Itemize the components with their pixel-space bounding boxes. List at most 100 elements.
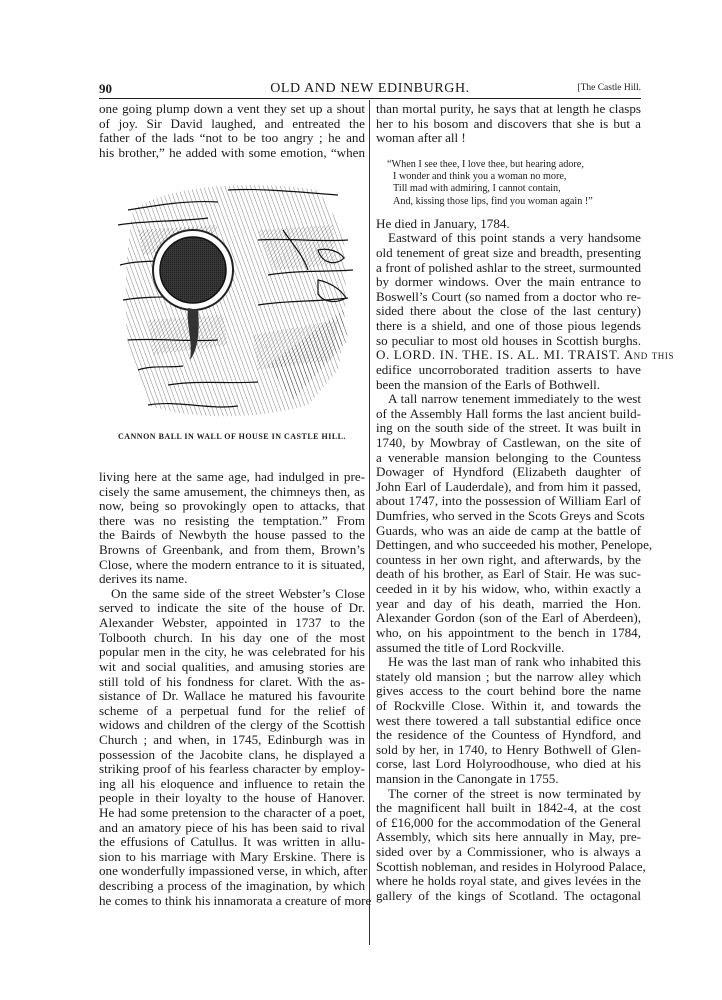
text-line: sided there about the close of the last … bbox=[376, 303, 641, 319]
verse-line: I wonder and think you a woman no more, bbox=[393, 171, 567, 183]
text-line: father of the lads “not to be too angry … bbox=[99, 130, 365, 146]
verse-line: Till mad with admiring, I cannot contain… bbox=[393, 183, 561, 195]
text-line: his brother,” he added with some emotion… bbox=[99, 144, 365, 160]
text-line: scheme of a perpetual fund for the relie… bbox=[99, 702, 365, 718]
text-line: wit and social qualities, and amusing st… bbox=[99, 658, 365, 674]
text-line: Boswell’s Court (so named from a doctor … bbox=[376, 288, 641, 304]
text-line: corse, last Lord Holyroodhouse, who died… bbox=[376, 756, 641, 772]
text-line: about 1747, into the possession of Willi… bbox=[376, 493, 641, 509]
text-line: A tall narrow tenement immediately to th… bbox=[388, 391, 641, 407]
text-line: living here at the same age, had indulge… bbox=[99, 469, 365, 484]
text-line: possession of the Jacobite clans, he dis… bbox=[99, 746, 365, 762]
text-line: than mortal purity, he says that at leng… bbox=[376, 101, 641, 116]
verse-quote: “When I see thee, I love thee, but heari… bbox=[387, 159, 593, 208]
text-line: there was no resisting the temptation.” … bbox=[99, 512, 365, 528]
left-column-top: one going plump down a vent they set up … bbox=[99, 101, 365, 160]
verse-line: “When I see thee, I love thee, but heari… bbox=[387, 159, 584, 170]
figure-caption: CANNON BALL IN WALL OF HOUSE IN CASTLE H… bbox=[117, 432, 347, 441]
text-line: ceeded in it by his widow, who, within e… bbox=[376, 581, 641, 597]
text-line: sistance of Dr. Wallace he matured his f… bbox=[99, 688, 365, 704]
text-line: sided over by a Commissioner, who is alw… bbox=[376, 844, 641, 860]
text-line: Church ; and when, in 1745, Edinburgh wa… bbox=[99, 731, 365, 747]
running-title: OLD AND NEW EDINBURGH. bbox=[270, 81, 470, 96]
text-line: now, being so provokingly open to attack… bbox=[99, 498, 365, 514]
text-line: of the Assembly Hall forms the last anci… bbox=[376, 405, 641, 421]
text-line: there is a shield, and one of those piou… bbox=[376, 318, 641, 334]
text-line: The corner of the street is now terminat… bbox=[388, 785, 641, 801]
text-line: of Rockville Close. Within it, and towar… bbox=[376, 697, 641, 713]
text-line: he comes to think his innamorata a creat… bbox=[99, 892, 372, 908]
left-column-bottom: living here at the same age, had indulge… bbox=[99, 469, 372, 908]
cannon-ball-illustration bbox=[108, 170, 356, 425]
text-line: Alexander Gordon (son of the Earl of Abe… bbox=[376, 610, 641, 626]
text-line: where he holds royal state, and gives le… bbox=[376, 873, 641, 889]
text-line: of £16,000 for the accommodation of the … bbox=[376, 814, 641, 830]
text-line: woman after all ! bbox=[376, 130, 466, 146]
text-line: of joy. Sir David laughed, and entreated… bbox=[99, 115, 365, 131]
text-line: one going plump down a vent they set up … bbox=[99, 101, 365, 116]
text-line: still told of his fondness for claret. W… bbox=[99, 673, 365, 689]
text-line: He died in January, 1784. bbox=[376, 215, 510, 231]
text-line: ing all his eloquence and influence to r… bbox=[99, 775, 365, 791]
text-line: mansion in the Canongate in 1755. bbox=[376, 770, 559, 786]
text-line: derives its name. bbox=[99, 571, 188, 587]
text-line: He was the last man of rank who inhabite… bbox=[388, 654, 641, 670]
text-line: Alexander Webster, appointed in 1737 to … bbox=[99, 615, 365, 631]
legend-inscription-line: O. LORD. IN. THE. IS. AL. MI. TRAIST. An… bbox=[376, 347, 675, 363]
text-line: so peculiar to most old houses in Scotti… bbox=[376, 332, 641, 348]
text-line: sold by her, in 1740, to Henry Bothwell … bbox=[376, 741, 641, 757]
text-line: Close, where the modern entrance to it i… bbox=[99, 556, 365, 572]
text-line: Guards, who was an aide de camp at the b… bbox=[376, 522, 641, 538]
text-line: Eastward of this point stands a very han… bbox=[388, 230, 641, 246]
text-line: Tolbooth church. In his day one of the m… bbox=[99, 629, 365, 645]
text-line: her to his bosom and discovers that she … bbox=[376, 115, 641, 131]
text-line: He had some pretension to the character … bbox=[99, 805, 365, 821]
text-line: ing on the south side of the street. It … bbox=[376, 420, 641, 436]
text-line: the Bairds of Newbyth the house passed t… bbox=[99, 527, 365, 543]
text-line: John Earl of Lauderdale), and from him i… bbox=[376, 478, 641, 494]
text-line: served to indicate the site of the house… bbox=[99, 600, 365, 616]
text-line: Dowager of Hyndford (Elizabeth daughter … bbox=[376, 464, 641, 480]
text-line: people in their loyalty to the house of … bbox=[99, 790, 365, 806]
header-rule bbox=[99, 98, 641, 99]
text-line: Scottish nobleman, and resides in Holyro… bbox=[376, 858, 646, 874]
text-line: gives access to the court behind bore th… bbox=[376, 683, 641, 699]
text-line: countess in her own right, and afterward… bbox=[376, 551, 641, 567]
text-line: Assembly, which sits here annually in Ma… bbox=[376, 829, 641, 845]
text-line: been the mansion of the Earls of Bothwel… bbox=[376, 376, 600, 392]
text-line: a front of polished ashlar to the street… bbox=[376, 259, 641, 275]
text-line: gallery of the kings of Scotland. The oc… bbox=[376, 887, 641, 903]
section-label: [The Castle Hill. bbox=[577, 83, 641, 93]
text-line: 1740, by Mowbray of Castlewan, on the si… bbox=[376, 434, 641, 450]
text-line: year and day of his death, married the H… bbox=[376, 595, 641, 611]
text-line: striking proof of his fearless character… bbox=[99, 761, 365, 777]
text-line: Browns of Greenbank, and from them, Brow… bbox=[99, 542, 365, 558]
text-line: describing a process of the imagination,… bbox=[99, 878, 365, 894]
text-line: Dumfries, who served in the Scots Greys … bbox=[376, 508, 645, 524]
right-column: than mortal purity, he says that at leng… bbox=[376, 101, 675, 903]
text-line: sion to his marriage with Mary Erskine. … bbox=[99, 848, 365, 864]
text-line: stately old mansion ; but the narrow all… bbox=[376, 668, 641, 684]
text-line: Dettingen, and who succeeded his mother,… bbox=[376, 537, 653, 553]
text-line: the effusions of Catullus. It was writte… bbox=[99, 834, 365, 850]
text-line: popular men in the city, he was celebrat… bbox=[99, 644, 365, 660]
text-line: old tenement of great size and breadth, … bbox=[376, 245, 641, 261]
text-line: the magnificent hall built in 1842-4, at… bbox=[376, 800, 641, 816]
text-line: On the same side of the street Webster’s… bbox=[111, 585, 365, 601]
engraving-image bbox=[117, 185, 354, 417]
text-line: cisely the same amusement, the chimneys … bbox=[99, 483, 365, 499]
text-line: by dormer windows. Over the main entranc… bbox=[376, 274, 641, 290]
text-line: west there towered a tall substantial ed… bbox=[376, 712, 641, 728]
text-line: assumed the title of Lord Rockville. bbox=[376, 639, 565, 655]
text-line: and an amatory piece of his has been sai… bbox=[99, 819, 365, 835]
text-line: widows and children of the clergy of the… bbox=[99, 717, 365, 733]
text-line: edifice uncorroborated tradition asserts… bbox=[376, 361, 641, 377]
column-divider bbox=[369, 100, 370, 945]
page-header: 90 OLD AND NEW EDINBURGH. [The Castle Hi… bbox=[99, 81, 641, 99]
text-line: the residence of the Countess of Hyndfor… bbox=[376, 727, 641, 743]
verse-line: And, kissing those lips, find you woman … bbox=[393, 195, 593, 207]
text-line: a venerable mansion belonging to the Cou… bbox=[376, 449, 641, 465]
text-line: one wonderfully impassioned verse, in wh… bbox=[99, 863, 368, 879]
text-line: death of his brother, as Earl of Stair. … bbox=[376, 566, 641, 582]
